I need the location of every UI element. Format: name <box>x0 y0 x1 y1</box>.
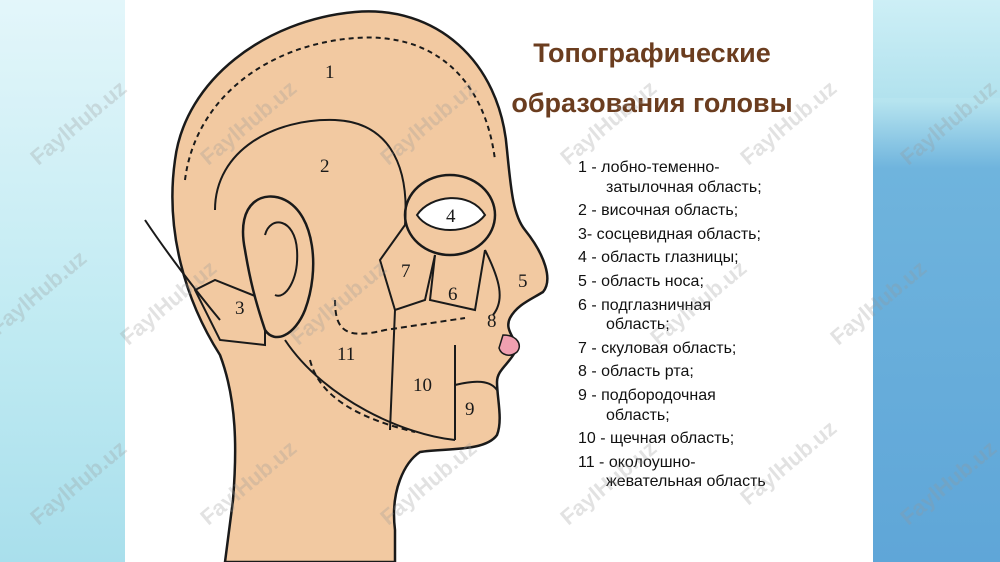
legend-item-line-1: 11 - околоушно- <box>578 453 696 471</box>
region-number-5: 5 <box>518 271 528 292</box>
legend-item: 4 - область глазницы; <box>578 248 858 268</box>
orbit-circle <box>403 173 497 257</box>
legend-item-line-1: 10 - щечная область; <box>578 430 735 448</box>
region-line-temporal <box>214 118 407 226</box>
legend-item: 10 - щечная область; <box>578 429 858 449</box>
legend-list: 1 - лобно-теменно-затылочная область; 2 -… <box>578 158 858 496</box>
legend-item-line-1: 1 - лобно-теменно- <box>578 159 720 176</box>
ear-inner <box>264 221 299 297</box>
legend-item: 3- сосцевидная область; <box>578 225 858 245</box>
legend-item-line-1: 3- сосцевидная область; <box>578 225 761 243</box>
legend-item-line-1: 4 - область глазницы; <box>578 249 739 267</box>
region-line-jaw <box>284 339 456 441</box>
legend-item-line-1: 8 - область рта; <box>578 363 694 381</box>
slide-title-line-2: образования головы <box>511 88 793 118</box>
legend-item: 9 - подбородочная область; <box>578 386 858 425</box>
region-number-4: 4 <box>446 206 456 227</box>
region-number-6: 6 <box>448 284 458 305</box>
right-background-panel <box>873 0 1000 562</box>
legend-item: 6 - подглазничная область; <box>578 296 858 335</box>
legend-item: 5 - область носа; <box>578 272 858 292</box>
region-line-jaw-dashed <box>309 359 416 433</box>
head-diagram: 1 2 3 4 5 6 7 8 9 10 11 <box>144 10 549 562</box>
region-number-7: 7 <box>401 261 411 282</box>
region-number-1: 1 <box>325 62 335 83</box>
region-line-scalp <box>184 36 496 181</box>
slide-title: Топографические образования головы <box>472 28 832 128</box>
legend-item-line-2: область; <box>606 316 670 334</box>
left-background-panel <box>0 0 125 562</box>
eye-shape <box>415 197 487 231</box>
legend-item: 8 - область рта; <box>578 362 858 382</box>
region-number-2: 2 <box>320 156 330 177</box>
legend-item-line-1: 9 - подбородочная <box>578 386 716 404</box>
region-number-3: 3 <box>235 298 245 319</box>
legend-item: 1 - лобно-теменно-затылочная область; <box>578 158 858 197</box>
slide-title-line-1: Топографические <box>533 38 771 68</box>
region-line-nose <box>484 249 501 316</box>
region-line-infraorbital <box>428 249 486 312</box>
region-number-8: 8 <box>487 311 497 332</box>
lips <box>498 334 521 356</box>
right-background-band <box>873 0 1000 98</box>
region-line-chin <box>454 380 498 391</box>
legend-item-line-1: 6 - подглазничная <box>578 296 712 314</box>
region-line-occipital <box>144 219 221 321</box>
legend-item: 7 - скуловая область; <box>578 339 858 359</box>
legend-item-line-2: область; <box>606 406 670 424</box>
region-number-10: 10 <box>413 375 432 396</box>
legend-item: 2 - височная область; <box>578 201 858 221</box>
region-number-9: 9 <box>465 399 475 420</box>
legend-item-line-2: затылочная область; <box>606 178 762 196</box>
region-number-11: 11 <box>337 344 355 365</box>
head-silhouette <box>171 10 549 562</box>
legend-item: 11 - околоушно-жевательная область <box>578 453 858 492</box>
region-line-parotid-dashed <box>334 299 466 335</box>
legend-item-line-1: 2 - височная область; <box>578 202 739 220</box>
legend-item-line-1: 7 - скуловая область; <box>578 339 737 357</box>
region-line-buccal <box>389 309 456 440</box>
legend-item-line-2: жевательная область <box>606 473 766 491</box>
ear-outline <box>241 195 315 339</box>
legend-item-line-1: 5 - область носа; <box>578 272 704 290</box>
